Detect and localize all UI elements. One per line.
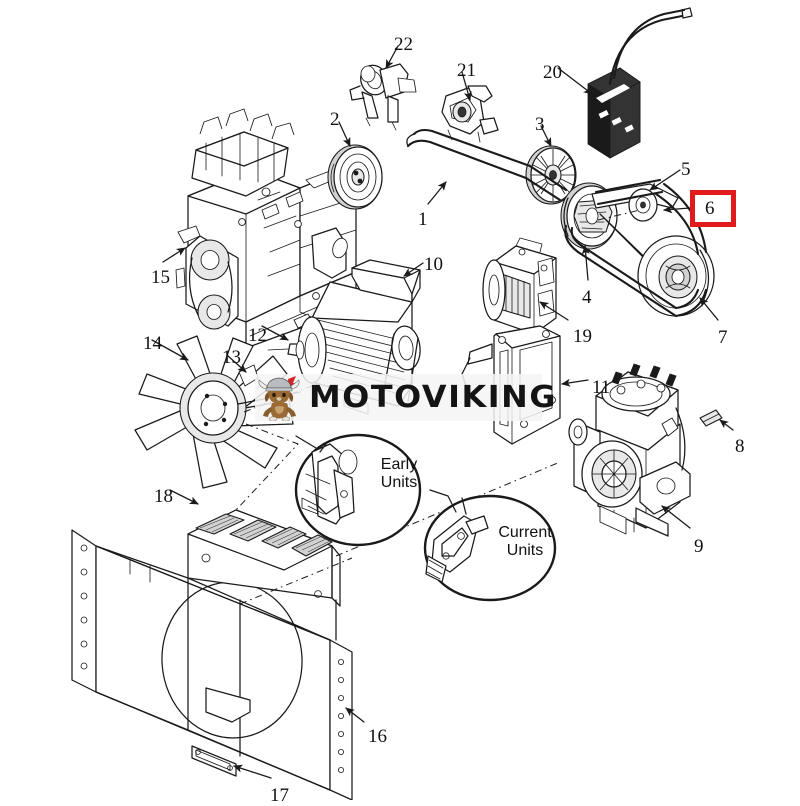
callout-20[interactable]: 20	[543, 62, 562, 83]
callout-13[interactable]: 13	[222, 347, 241, 368]
callout-22[interactable]: 22	[394, 34, 413, 55]
callout-3[interactable]: 3	[535, 114, 545, 135]
highlight-box-part-6[interactable]	[690, 190, 736, 227]
callout-4[interactable]: 4	[582, 287, 592, 308]
watermark-text: MOTOVIKING	[309, 379, 558, 415]
callout-14[interactable]: 14	[143, 333, 162, 354]
callout-19[interactable]: 19	[573, 326, 592, 347]
current-units-detail	[423, 489, 557, 602]
belt-tensioner-art	[349, 63, 417, 131]
callout-18[interactable]: 18	[154, 486, 173, 507]
callout-2[interactable]: 2	[330, 109, 340, 130]
callout-11[interactable]: 11	[592, 377, 611, 398]
callout-1[interactable]: 1	[418, 209, 428, 230]
fan-drive-pulley-art	[637, 235, 715, 317]
callout-9[interactable]: 9	[694, 536, 704, 557]
leader-lines	[151, 45, 734, 779]
callout-6[interactable]: 6	[705, 198, 715, 219]
callout-8[interactable]: 8	[735, 436, 745, 457]
early-units-detail	[294, 433, 422, 547]
diagnostic-tool-art	[587, 7, 693, 159]
drive-belt-art	[406, 128, 708, 318]
viking-dog-mascot-icon	[255, 374, 307, 422]
callout-21[interactable]: 21	[457, 60, 476, 81]
callout-15[interactable]: 15	[151, 267, 170, 288]
callout-7[interactable]: 7	[718, 327, 728, 348]
air-compressor-art	[568, 363, 723, 537]
crankshaft-pulley-art	[327, 144, 383, 210]
callout-16[interactable]: 16	[368, 726, 387, 747]
alternator-art	[482, 237, 557, 335]
callout-17[interactable]: 17	[270, 785, 289, 806]
callout-12[interactable]: 12	[248, 325, 267, 346]
early-units-label: Early Units	[380, 456, 418, 491]
callout-10[interactable]: 10	[424, 254, 443, 275]
callout-5[interactable]: 5	[681, 159, 691, 180]
idler-bracket-art	[441, 85, 499, 143]
fan-shroud-art	[71, 423, 561, 800]
watermark: MOTOVIKING	[255, 374, 555, 422]
current-units-label: Current Units	[498, 524, 552, 559]
